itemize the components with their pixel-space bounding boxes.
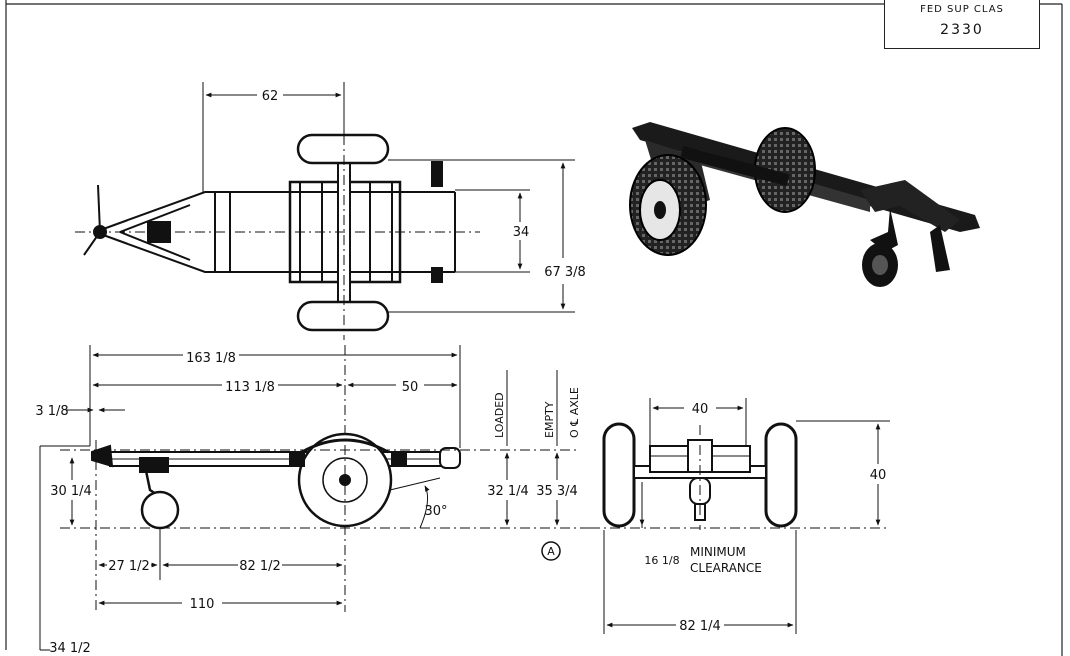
dim-hitch-height: 30 1/4 bbox=[50, 484, 92, 499]
dim-angle: 30° bbox=[424, 504, 447, 519]
dim-hitch-to-axle: 113 1/8 bbox=[225, 380, 275, 395]
dim-track-width: 82 1/4 bbox=[679, 619, 721, 634]
dim-frame-width: 34 bbox=[513, 225, 530, 240]
label-loaded: LOADED bbox=[493, 392, 506, 438]
dim-rear-height: 40 bbox=[870, 468, 887, 483]
dim-wheel-spacing: 62 bbox=[262, 89, 279, 104]
dim-caster-offset: 27 1/2 bbox=[108, 559, 150, 574]
side-view-dimensions bbox=[39, 345, 560, 651]
dim-caster-to-axle: 82 1/2 bbox=[239, 559, 281, 574]
rear-view-centerline bbox=[590, 425, 890, 530]
top-view-dimensions bbox=[202, 82, 575, 313]
rear-view-dimensions bbox=[603, 398, 890, 634]
clearance-label-minimum: MINIMUM bbox=[690, 545, 746, 559]
dim-inner-spacing: 40 bbox=[692, 402, 709, 417]
classification-label: FED SUP CLAS bbox=[920, 4, 1004, 15]
classification-number: 2330 bbox=[940, 22, 984, 38]
label-a-marker: A bbox=[547, 545, 555, 558]
dim-hitch-offset: 3 1/8 bbox=[35, 404, 68, 419]
dim-axle-to-rear: 50 bbox=[402, 380, 419, 395]
side-view-centerlines bbox=[60, 345, 600, 612]
dim-overall-length: 163 1/8 bbox=[186, 351, 236, 366]
dim-overall-width: 67 3/8 bbox=[544, 265, 586, 280]
dim-loaded-height: 32 1/4 bbox=[487, 484, 529, 499]
dim-wheelbase: 110 bbox=[190, 597, 215, 612]
top-view-centerline bbox=[75, 95, 480, 340]
label-axle: O ℄ AXLE bbox=[568, 387, 581, 438]
classification-box: FED SUP CLAS 2330 bbox=[884, 0, 1040, 49]
dim-bottom-left: 34 1/2 bbox=[49, 641, 91, 656]
label-empty: EMPTY bbox=[543, 401, 556, 438]
sheet-border bbox=[5, 0, 1063, 656]
dim-empty-height: 35 3/4 bbox=[536, 484, 578, 499]
clearance-label-clearance: CLEARANCE bbox=[690, 561, 762, 575]
side-view-elevation bbox=[91, 432, 461, 530]
dim-clearance-value: 16 1/8 bbox=[644, 554, 679, 567]
trailer-photo bbox=[629, 122, 980, 287]
